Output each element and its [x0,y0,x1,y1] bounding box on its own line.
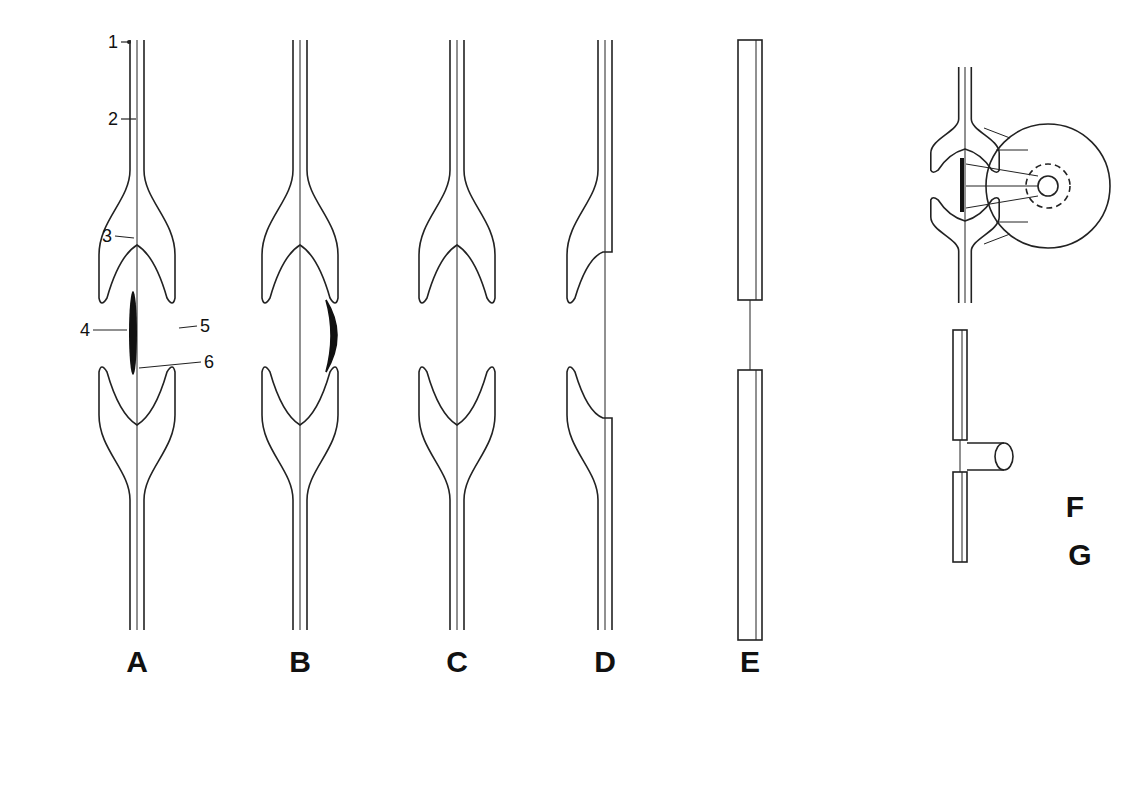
panel-letter: D [594,647,616,677]
panel-letter: F [1066,492,1084,522]
panel-letter: C [446,647,468,677]
panel-letter: B [289,647,311,677]
callout-number: 2 [108,110,118,128]
panel-letter: E [740,647,760,677]
panel-letter: A [126,647,148,677]
callout-number: 1 [108,33,118,51]
callout-number: 5 [200,317,210,335]
panel-letter: G [1068,540,1091,570]
callout-number: 6 [204,353,214,371]
callout-number: 4 [80,321,90,339]
callout-number: 3 [102,227,112,245]
